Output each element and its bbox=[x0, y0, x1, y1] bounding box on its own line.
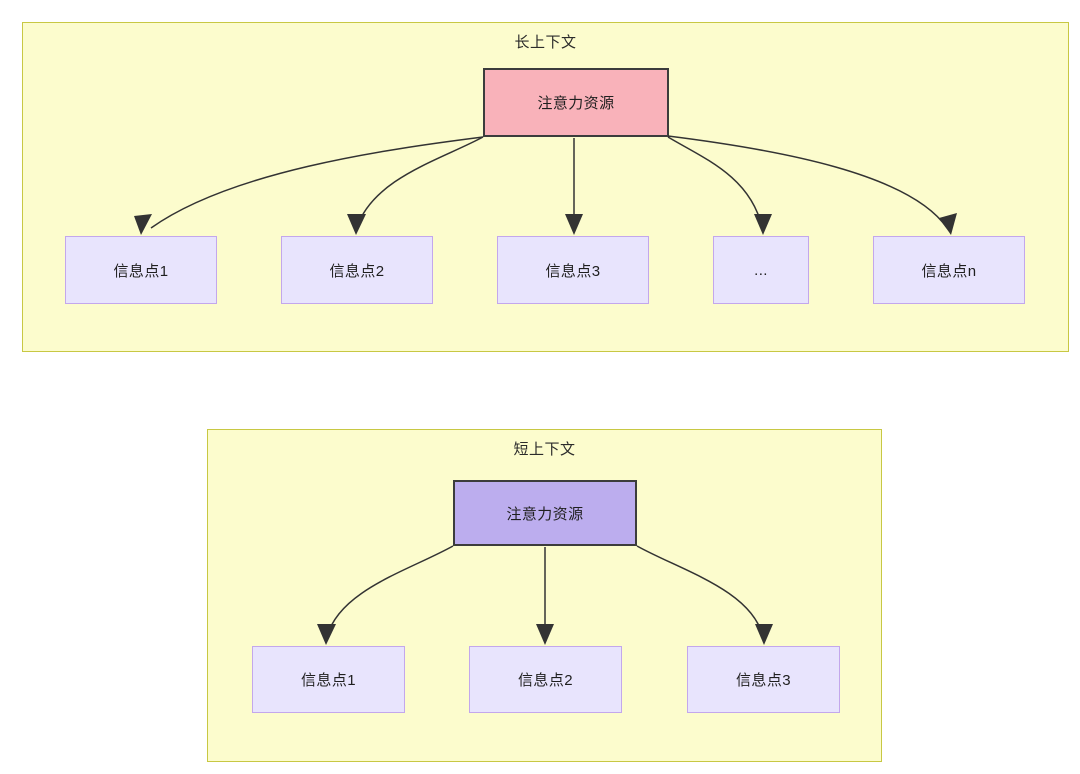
node-info-point-long-ellipsis[interactable]: ... bbox=[713, 236, 809, 304]
node-info-point-short-2-label: 信息点2 bbox=[518, 672, 573, 689]
node-attention-resource-short[interactable]: 注意力资源 bbox=[453, 480, 637, 546]
node-info-point-long-n[interactable]: 信息点n bbox=[873, 236, 1025, 304]
node-info-point-long-2[interactable]: 信息点2 bbox=[281, 236, 433, 304]
node-info-point-short-1-label: 信息点1 bbox=[301, 672, 356, 689]
panel-short-context-title: 短上下文 bbox=[513, 441, 576, 458]
node-attention-resource-long-label: 注意力资源 bbox=[537, 95, 615, 112]
node-info-point-short-3[interactable]: 信息点3 bbox=[687, 646, 840, 713]
node-attention-resource-long[interactable]: 注意力资源 bbox=[483, 68, 669, 137]
node-info-point-long-3[interactable]: 信息点3 bbox=[497, 236, 649, 304]
node-info-point-long-n-label: 信息点n bbox=[921, 262, 977, 280]
node-info-point-long-2-label: 信息点2 bbox=[329, 262, 385, 280]
panel-long-context-title: 长上下文 bbox=[514, 34, 577, 51]
node-attention-resource-short-label: 注意力资源 bbox=[506, 505, 584, 523]
node-info-point-long-ellipsis-label: ... bbox=[754, 261, 768, 279]
node-info-point-long-1[interactable]: 信息点1 bbox=[65, 236, 217, 304]
node-info-point-short-1[interactable]: 信息点1 bbox=[252, 646, 405, 713]
node-info-point-short-2[interactable]: 信息点2 bbox=[469, 646, 622, 713]
node-info-point-long-3-label: 信息点3 bbox=[545, 262, 601, 280]
node-info-point-short-3-label: 信息点3 bbox=[736, 672, 791, 689]
node-info-point-long-1-label: 信息点1 bbox=[113, 262, 169, 280]
